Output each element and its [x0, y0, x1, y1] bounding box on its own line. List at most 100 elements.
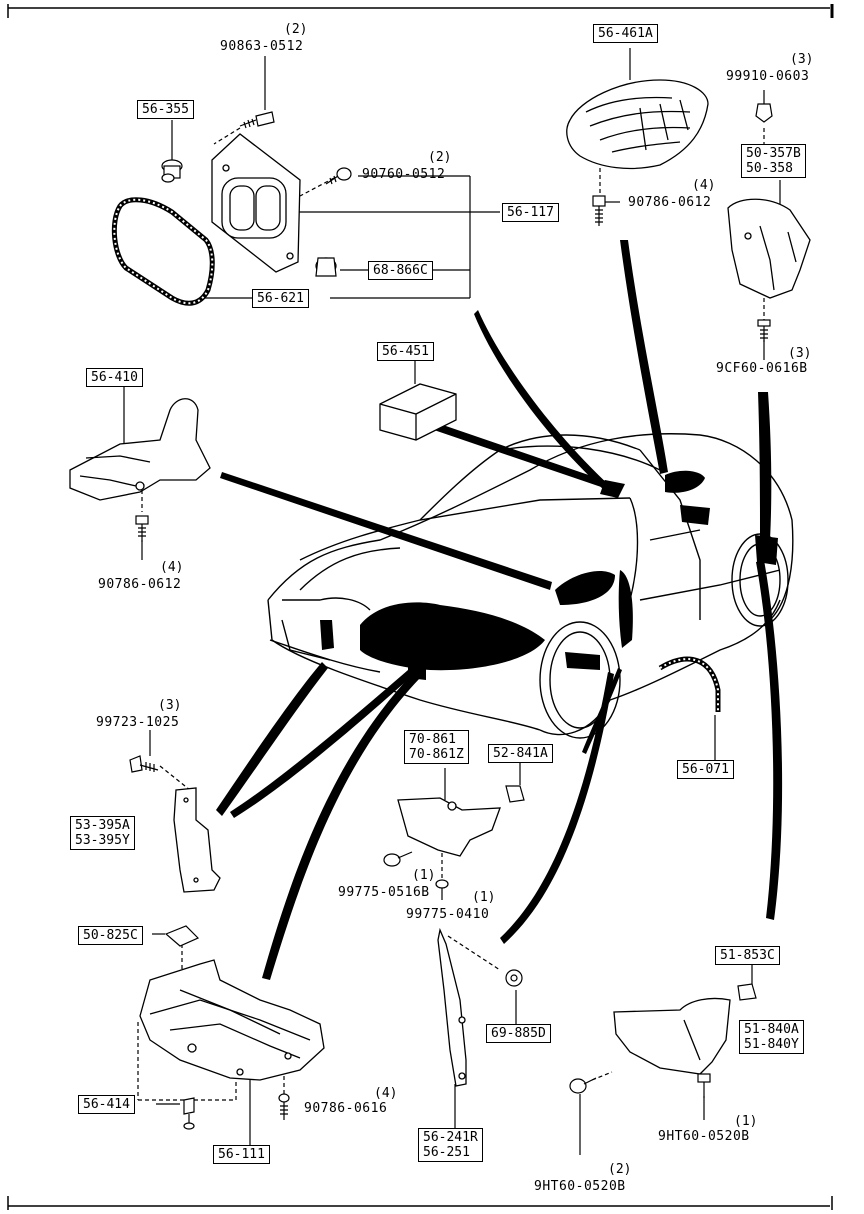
bracket-56-117: [211, 133, 301, 273]
fastener-90760-0512[interactable]: 90760-0512: [362, 167, 446, 182]
part-label: 56-461A: [598, 26, 653, 41]
screw-99775-0410: [435, 879, 449, 900]
part-56-071[interactable]: 56-071: [677, 760, 734, 779]
part-label: 56-111: [218, 1147, 265, 1162]
screw-90760-0512: [325, 167, 352, 185]
mudflap-51-840A: [613, 997, 731, 1075]
bolt-90786-0612-top: [592, 195, 606, 226]
part-51-853C[interactable]: 51-853C: [715, 946, 780, 965]
clip-68-866C: [315, 257, 337, 277]
fastener-9CF60-0616B[interactable]: 9CF60-0616B: [716, 361, 808, 376]
qty-9HT60-right: (1): [734, 1114, 758, 1129]
bracket-50-357B: [727, 198, 811, 299]
qty-9HT60-left: (2): [608, 1162, 632, 1177]
qty-9CF60: (3): [788, 346, 812, 361]
fastener-90786-0616[interactable]: 90786-0616: [304, 1101, 388, 1116]
fastener-99910-0603[interactable]: 99910-0603: [726, 69, 810, 84]
cover-56-461A: [566, 79, 709, 170]
clip-69-885D: [505, 969, 523, 987]
qty-99775-0516B: (1): [412, 868, 436, 883]
part-label: 50-357B: [746, 146, 801, 161]
part-label: 69-885D: [491, 1026, 546, 1041]
fastener-9HT60-0520B-right[interactable]: 9HT60-0520B: [658, 1129, 750, 1144]
fastener-9HT60-0520B-left[interactable]: 9HT60-0520B: [534, 1179, 626, 1194]
clip-50-825C: [164, 925, 200, 947]
screw-9CF60-0616B: [757, 319, 771, 342]
bracket-70-861: [397, 797, 501, 857]
bolt-90786-0616: [278, 1093, 290, 1120]
part-label: 56-621: [257, 291, 304, 306]
part-label: 56-414: [83, 1097, 130, 1112]
part-label: 52-841A: [493, 746, 548, 761]
clip-51-853C: [737, 983, 757, 1001]
qty-99723: (3): [158, 698, 182, 713]
fastener-90786-0612-top[interactable]: 90786-0612: [628, 195, 712, 210]
part-52-841A[interactable]: 52-841A: [488, 744, 553, 763]
part-label: 56-117: [507, 205, 554, 220]
frame-marks: [7, 4, 834, 1210]
part-56-111[interactable]: 56-111: [213, 1145, 270, 1164]
part-56-621[interactable]: 56-621: [252, 289, 309, 308]
part-label: 56-451: [382, 344, 429, 359]
part-label: 56-410: [91, 370, 138, 385]
part-label: 56-251: [423, 1145, 470, 1160]
gasket-56-621: [111, 197, 215, 306]
screw-90786-0612-left: [135, 515, 149, 542]
part-label: 56-071: [682, 762, 729, 777]
part-label: 70-861: [409, 732, 456, 747]
fastener-99723-1025[interactable]: 99723-1025: [96, 715, 180, 730]
bolt-99723-1025: [129, 755, 159, 773]
part-label: 53-395A: [75, 818, 130, 833]
fastener-90786-0612-left[interactable]: 90786-0612: [98, 577, 182, 592]
pad-56-451: [379, 383, 457, 441]
nut-99910-0603: [755, 103, 773, 123]
part-56-355[interactable]: 56-355: [137, 100, 194, 119]
part-68-866C[interactable]: 68-866C: [368, 261, 433, 280]
strip-56-071: [658, 656, 721, 712]
qty-90786-0616: (4): [374, 1086, 398, 1101]
part-label: 70-861Z: [409, 747, 464, 762]
fastener-99775-0516B[interactable]: 99775-0516B: [338, 885, 430, 900]
part-label: 50-825C: [83, 928, 138, 943]
plug-56-355: [161, 159, 183, 183]
qty-99775-0410: (1): [472, 890, 496, 905]
screw-9HT60-0520B-left: [569, 1077, 597, 1094]
bracket-53-395A: [173, 787, 221, 893]
undercover-56-111: [139, 959, 325, 1081]
screw-99775-0516B: [383, 851, 413, 867]
clip-52-841A: [505, 785, 525, 803]
part-56-414[interactable]: 56-414: [78, 1095, 135, 1114]
leader-lines: [216, 240, 783, 980]
part-56-451[interactable]: 56-451: [377, 342, 434, 361]
part-69-885D[interactable]: 69-885D: [486, 1024, 551, 1043]
part-56-410[interactable]: 56-410: [86, 368, 143, 387]
fastener-99775-0410[interactable]: 99775-0410: [406, 907, 490, 922]
part-56-117[interactable]: 56-117: [502, 203, 559, 222]
screw-9HT60-0520B-right: [697, 1073, 711, 1098]
qty-90760: (2): [428, 150, 452, 165]
car-highlights: [320, 470, 778, 680]
part-label: 51-840Y: [744, 1037, 799, 1052]
bolt-56-414: [183, 1097, 195, 1130]
part-label: 51-853C: [720, 948, 775, 963]
part-50-825C[interactable]: 50-825C: [78, 926, 143, 945]
rail-56-241R: [437, 927, 467, 1087]
bolt-90863-0512: [239, 111, 275, 129]
part-label: 68-866C: [373, 263, 428, 278]
part-label: 56-355: [142, 102, 189, 117]
qty-90786-left: (4): [160, 560, 184, 575]
qty-90786-top: (4): [692, 178, 716, 193]
part-label: 56-241R: [423, 1130, 478, 1145]
duct-56-410: [69, 398, 211, 501]
part-label: 53-395Y: [75, 833, 130, 848]
fastener-90863-0512[interactable]: 90863-0512: [220, 39, 304, 54]
part-label: 50-358: [746, 161, 793, 176]
car-body: [267, 433, 794, 739]
part-56-461A[interactable]: 56-461A: [593, 24, 658, 43]
